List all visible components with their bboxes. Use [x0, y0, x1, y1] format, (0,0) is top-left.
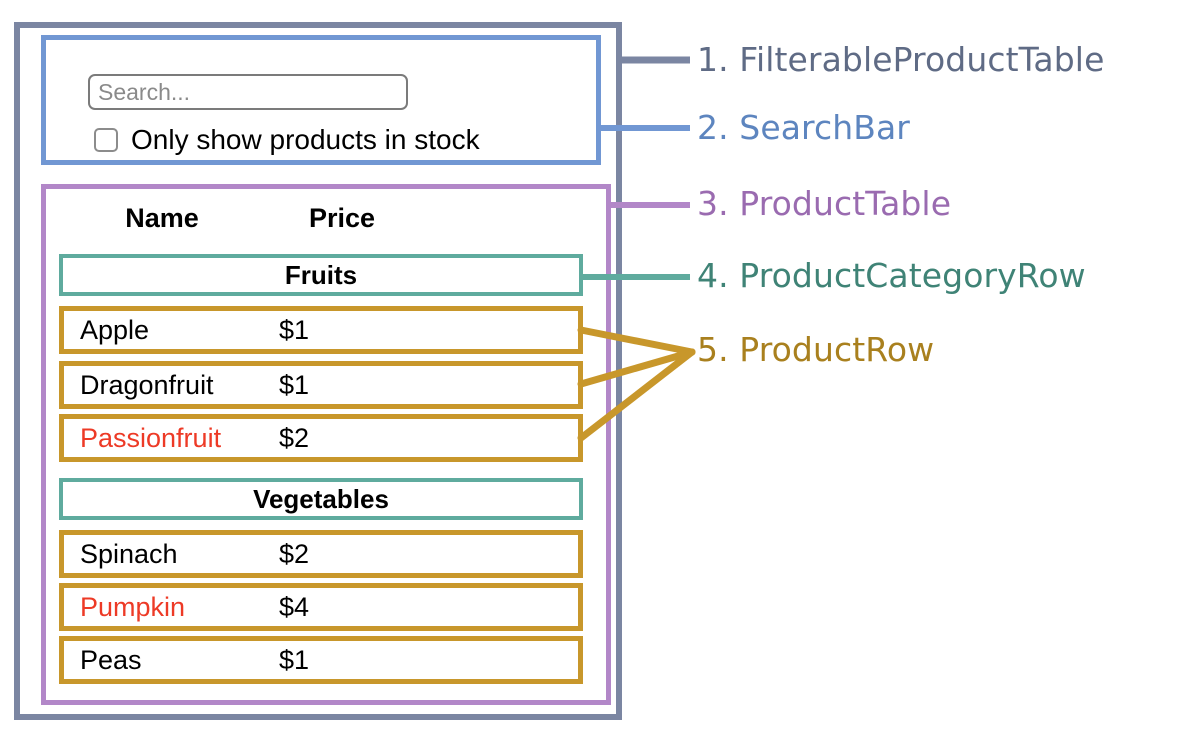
only-in-stock-label: Only show products in stock [131, 124, 480, 155]
product-row: Passionfruit $2 [59, 414, 583, 462]
product-row: Spinach $2 [59, 530, 583, 578]
product-row: Dragonfruit $1 [59, 361, 583, 409]
product-price: $1 [279, 369, 310, 400]
category-label: Vegetables [253, 483, 389, 514]
search-bar-outline [41, 35, 601, 165]
product-name: Passionfruit [80, 422, 222, 453]
product-price: $1 [279, 644, 310, 675]
product-name: Pumpkin [80, 591, 186, 622]
column-header-price: Price [308, 202, 376, 233]
product-category-row: Vegetables [59, 478, 583, 520]
product-row: Apple $1 [59, 306, 583, 354]
product-price: $2 [279, 538, 310, 569]
product-name: Dragonfruit [80, 369, 214, 400]
column-header-name: Name [125, 202, 199, 233]
legend-item-filterable-product-table: 1. FilterableProductTable [697, 40, 1105, 79]
product-price: $1 [279, 314, 310, 345]
only-in-stock-checkbox[interactable] [94, 128, 118, 152]
product-price: $2 [279, 422, 310, 453]
product-row: Peas $1 [59, 636, 583, 684]
product-table-header: Name Price [62, 198, 583, 238]
product-category-row: Fruits [59, 254, 583, 296]
product-name: Spinach [80, 538, 178, 569]
in-stock-filter-row[interactable]: Only show products in stock [94, 126, 480, 154]
search-input[interactable] [88, 74, 408, 110]
product-price: $4 [279, 591, 310, 622]
legend-item-search-bar: 2. SearchBar [697, 108, 910, 147]
product-table-outline [41, 184, 611, 705]
category-label: Fruits [284, 259, 358, 290]
legend-item-product-category-row: 4. ProductCategoryRow [697, 256, 1086, 295]
legend-item-product-row: 5. ProductRow [697, 330, 935, 369]
product-row: Pumpkin $4 [59, 583, 583, 631]
product-name: Peas [80, 644, 142, 675]
legend-item-product-table: 3. ProductTable [697, 184, 952, 223]
product-name: Apple [80, 314, 150, 345]
